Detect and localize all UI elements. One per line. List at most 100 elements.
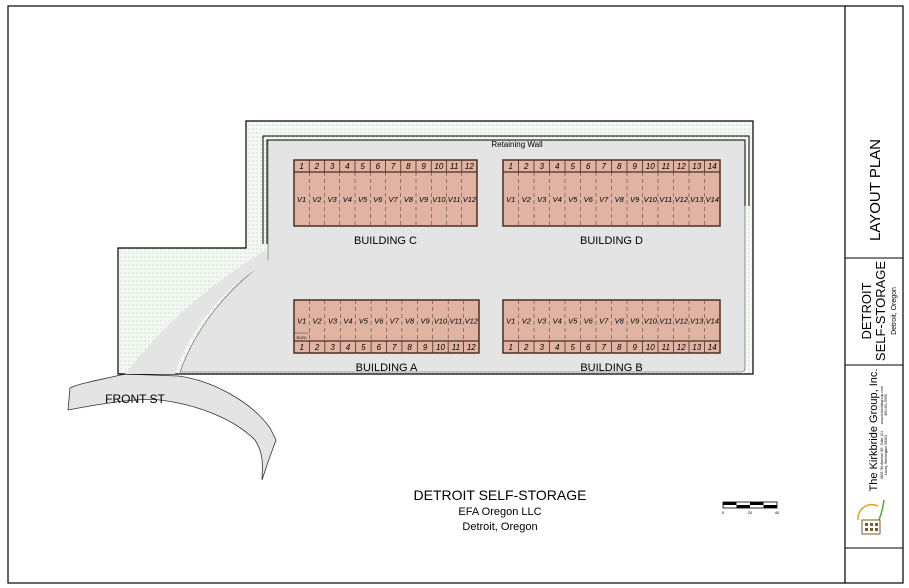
- unit-number: 11: [450, 162, 458, 171]
- vault-unit-label: V12: [675, 195, 689, 204]
- vault-unit-label: V12: [675, 317, 689, 326]
- unit-number: 3: [540, 162, 545, 171]
- unit-number: 7: [602, 162, 607, 171]
- vault-unit-label: V10: [434, 317, 448, 326]
- vault-unit-label: V4: [343, 317, 352, 326]
- firm-name: The Kirkbride Group, Inc.: [868, 369, 880, 492]
- vault-unit-label: V14: [706, 195, 719, 204]
- unit-number: 3: [330, 162, 335, 171]
- unit-number: 9: [423, 343, 428, 352]
- elec-room-label: ELEC: [296, 335, 307, 340]
- vault-unit-label: V4: [343, 195, 352, 204]
- unit-number: 12: [677, 343, 686, 352]
- building-d: 1V12V23V34V45V56V67V78V89V910V1011V1112V…: [502, 159, 721, 247]
- unit-number: 11: [452, 343, 460, 352]
- unit-number: 4: [555, 343, 560, 352]
- street-label: FRONT ST: [105, 392, 165, 406]
- building-a-label: BUILDING A: [356, 362, 418, 374]
- firm-address1: 4803 7th Avenue SE, Suite 101: [880, 431, 884, 480]
- unit-number: 7: [391, 162, 396, 171]
- building-d-label: BUILDING D: [580, 235, 643, 247]
- vault-unit-label: V3: [537, 195, 547, 204]
- unit-number: 2: [523, 343, 529, 352]
- building-b: 1V12V23V34V45V56V67V78V89V910V1011V1112V…: [502, 299, 721, 374]
- vault-unit-label: V12: [465, 317, 479, 326]
- retaining-wall-label: Retaining Wall: [491, 140, 543, 149]
- retaining-wall: [262, 135, 750, 244]
- scale-label: 0: [722, 510, 725, 515]
- unit-number: 10: [646, 162, 655, 171]
- vault-unit-label: V8: [404, 195, 414, 204]
- vault-unit-label: V5: [568, 195, 578, 204]
- vault-unit-label: V3: [328, 195, 338, 204]
- vault-unit-label: V8: [615, 195, 625, 204]
- unit-number: 11: [662, 162, 670, 171]
- unit-number: 10: [434, 162, 443, 171]
- vault-unit-label: V3: [537, 317, 547, 326]
- unit-number: 2: [314, 343, 320, 352]
- unit-number: 8: [617, 343, 622, 352]
- unit-number: 8: [617, 162, 622, 171]
- unit-number: 1: [299, 162, 303, 171]
- vault-unit-label: V5: [568, 317, 578, 326]
- vault-unit-label: V13: [690, 195, 704, 204]
- vault-unit-label: V7: [390, 317, 400, 326]
- unit-number: 8: [407, 343, 412, 352]
- unit-number: 14: [708, 162, 717, 171]
- firm-address2: Lacey, Washington 98503: [884, 435, 888, 475]
- vault-unit-label: V2: [313, 317, 323, 326]
- building-a: 1V12V23V34V45V56V67V78V89V910V1011V1112V…: [293, 299, 480, 374]
- building-c-label: BUILDING C: [354, 235, 417, 247]
- building-c: 1V12V23V34V45V56V67V78V89V910V1011V1112V…: [293, 159, 478, 247]
- vault-unit-label: V11: [449, 317, 462, 326]
- vault-unit-label: V10: [644, 195, 658, 204]
- owner-name: EFA Oregon LLC: [458, 506, 541, 518]
- vault-unit-label: V9: [419, 195, 429, 204]
- firm-logo: [857, 499, 885, 535]
- vault-unit-label: V1: [506, 317, 515, 326]
- vault-unit-label: V4: [553, 317, 562, 326]
- vault-unit-label: V3: [328, 317, 338, 326]
- unit-number: 3: [330, 343, 335, 352]
- unit-number: 10: [646, 343, 655, 352]
- unit-number: 6: [377, 343, 382, 352]
- tb-project-line1: DETROIT: [859, 282, 874, 339]
- vault-unit-label: V10: [644, 317, 658, 326]
- unit-number: 9: [421, 162, 426, 171]
- unit-number: 6: [376, 162, 381, 171]
- unit-number: 13: [692, 162, 701, 171]
- vault-unit-label: V6: [374, 317, 384, 326]
- vault-unit-label: V8: [405, 317, 415, 326]
- vault-unit-label: V7: [389, 195, 399, 204]
- unit-number: 1: [299, 343, 303, 352]
- unit-number: 13: [692, 343, 701, 352]
- vault-unit-label: V1: [506, 195, 515, 204]
- unit-number: 4: [346, 343, 351, 352]
- vault-unit-label: V7: [599, 317, 609, 326]
- unit-number: 6: [586, 343, 591, 352]
- unit-number: 10: [436, 343, 445, 352]
- vault-unit-label: V5: [359, 317, 369, 326]
- firm-web: www.kirkbridegroup.com: [880, 386, 884, 424]
- vault-unit-label: V6: [584, 317, 594, 326]
- unit-number: 5: [571, 343, 576, 352]
- unit-number: 12: [467, 343, 476, 352]
- unit-number: 12: [677, 162, 686, 171]
- front-street-road: [67, 373, 277, 481]
- vault-unit-label: V10: [432, 195, 446, 204]
- tb-project-line2: SELF-STORAGE: [873, 261, 888, 362]
- unit-number: 2: [314, 162, 320, 171]
- vault-unit-label: V2: [522, 195, 532, 204]
- scale-bar: 0 20 40: [722, 501, 780, 515]
- unit-number: 9: [633, 162, 638, 171]
- driveway-fill: [125, 250, 268, 374]
- unit-number: 7: [392, 343, 397, 352]
- vault-unit-label: V4: [553, 195, 562, 204]
- building-b-label: BUILDING B: [580, 362, 642, 374]
- scale-label: 40: [775, 510, 780, 515]
- unit-number: 2: [523, 162, 529, 171]
- vault-unit-label: V6: [584, 195, 594, 204]
- tb-project-location: Detroit, Oregon: [891, 287, 898, 335]
- unit-number: 8: [406, 162, 411, 171]
